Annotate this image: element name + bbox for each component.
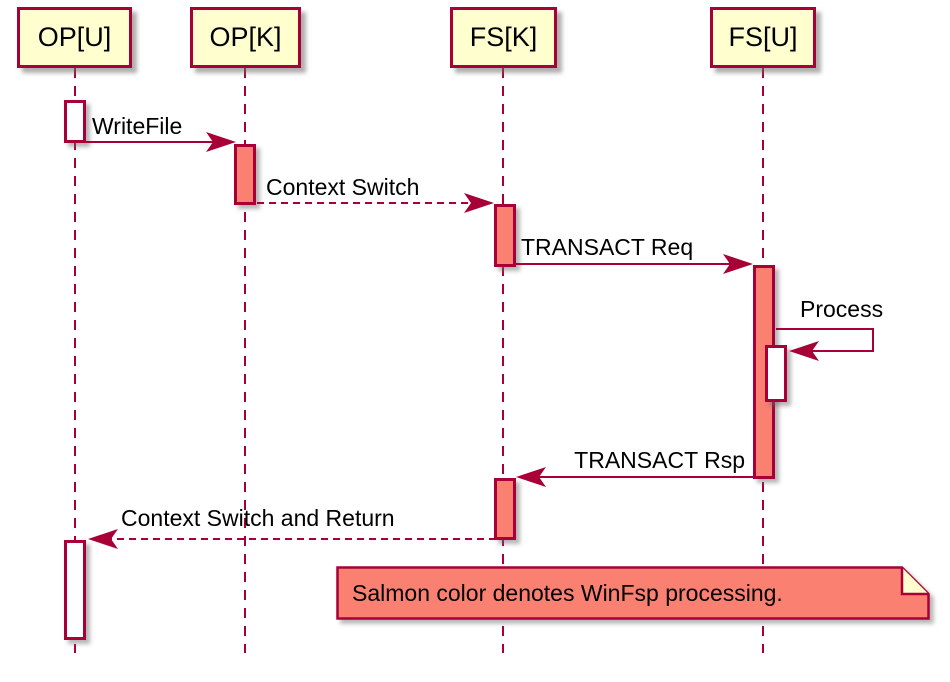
lifeline-fs-k [502,68,504,653]
activation-op-k-winfsp [234,144,256,205]
participant-op-u: OP[U] [17,7,132,68]
lifeline-op-u [74,68,76,653]
activation-fs-k-winfsp-req [494,204,516,267]
arrowhead-left-icon [789,341,819,361]
participant-op-k: OP[K] [190,7,301,68]
arrowhead-right-icon [723,254,753,274]
message-label-writefile: WriteFile [92,113,183,139]
arrowhead-right-icon [464,193,494,213]
message-line-transact-rsp [521,476,753,478]
activation-op-u-start [64,100,86,143]
participant-op-u-label: OP[U] [37,22,112,52]
lifeline-op-k [244,68,246,653]
arrowhead-left-icon [516,467,546,487]
message-label-context-switch: Context Switch [266,174,420,200]
note-shape [336,566,930,620]
message-label-context-switch-return: Context Switch and Return [121,505,395,531]
message-line-transact-req [516,263,748,265]
participant-op-k-label: OP[K] [209,22,282,52]
participant-fs-u: FS[U] [710,7,816,68]
participant-fs-k-label: FS[K] [469,22,538,52]
participant-fs-k: FS[K] [450,7,557,68]
self-call-bottom-line [794,350,874,352]
arrowhead-left-icon [88,529,118,549]
message-label-process: Process [800,296,884,322]
participant-fs-u-label: FS[U] [728,22,798,52]
message-line-context-switch-return [93,538,494,540]
self-call-top-line [776,328,874,330]
message-line-context-switch [257,202,489,204]
self-call-right-line [872,328,874,352]
message-label-transact-req: TRANSACT Req [521,234,694,260]
activation-op-u-return [64,540,86,640]
message-line-writefile [86,141,231,143]
activation-fs-k-winfsp-rsp [494,478,516,540]
activation-fs-u-process [765,345,787,402]
arrowhead-right-icon [206,132,236,152]
note-text: Salmon color denotes WinFsp processing. [352,580,783,606]
message-label-transact-rsp: TRANSACT Rsp [574,447,745,473]
